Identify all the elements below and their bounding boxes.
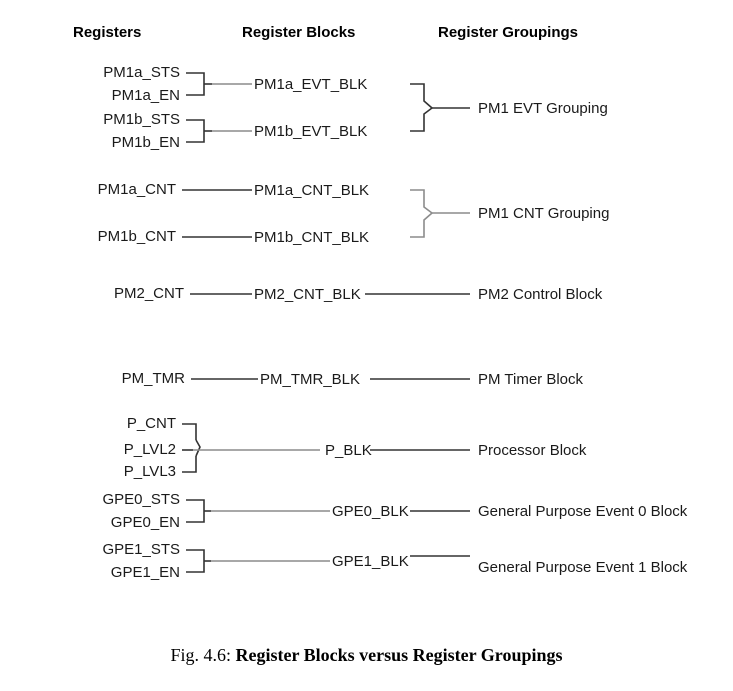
brace-p-tip — [195, 439, 201, 457]
grouping-gpe1: General Purpose Event 1 Block — [478, 559, 688, 576]
block-gpe1-blk: GPE1_BLK — [332, 553, 409, 570]
grouping-pm1-cnt: PM1 CNT Grouping — [478, 205, 610, 222]
register-pm1b-en: PM1b_EN — [111, 134, 180, 151]
brace-gpe1-bottom — [186, 561, 205, 573]
brace-pm1a-top — [186, 72, 205, 84]
register-pm2-cnt: PM2_CNT — [113, 285, 184, 302]
block-p-blk: P_BLK — [325, 442, 372, 459]
column-header-registers: Registers — [73, 24, 142, 41]
grouping-gpe0: General Purpose Event 0 Block — [478, 503, 688, 520]
register-p-cnt: P_CNT — [126, 415, 176, 432]
grouping-pm2-control: PM2 Control Block — [478, 286, 603, 303]
brace-gpe0-top — [186, 499, 205, 511]
column-header-register-blocks: Register Blocks — [242, 24, 356, 41]
block-pm2-cnt-blk: PM2_CNT_BLK — [254, 286, 361, 303]
register-pm1a-en: PM1a_EN — [111, 87, 180, 104]
grouping-processor: Processor Block — [478, 442, 587, 459]
caption-label: Fig. 4.6: — [170, 645, 231, 665]
register-pm1a-sts: PM1a_STS — [103, 64, 180, 81]
register-gpe0-sts: GPE0_STS — [102, 491, 180, 508]
brace-gpe1-top — [186, 549, 205, 561]
register-gpe1-sts: GPE1_STS — [102, 541, 180, 558]
brace-p-top — [182, 423, 197, 440]
block-pm1a-evt-blk: PM1a_EVT_BLK — [254, 76, 368, 93]
brace-p-bottom — [182, 456, 197, 473]
register-p-lvl2: P_LVL2 — [123, 441, 176, 458]
register-gpe1-en: GPE1_EN — [110, 564, 180, 581]
block-pm1b-evt-blk: PM1b_EVT_BLK — [254, 123, 368, 140]
grouping-pm-timer: PM Timer Block — [478, 371, 584, 388]
brace-pm1-cnt-grouping — [410, 189, 434, 238]
register-pm1b-sts: PM1b_STS — [103, 111, 180, 128]
block-pm-tmr-blk: PM_TMR_BLK — [260, 371, 361, 388]
brace-gpe0-bottom — [186, 511, 205, 523]
block-pm1b-cnt-blk: PM1b_CNT_BLK — [254, 229, 370, 246]
block-pm1a-cnt-blk: PM1a_CNT_BLK — [254, 182, 370, 199]
brace-pm1a-bottom — [186, 84, 205, 96]
brace-pm1b-bottom — [186, 131, 205, 143]
brace-pm1b-top — [186, 119, 205, 131]
register-gpe0-en: GPE0_EN — [110, 514, 180, 531]
register-pm-tmr: PM_TMR — [121, 370, 185, 387]
figure-caption: Fig. 4.6: Register Blocks versus Registe… — [0, 645, 733, 666]
register-pm1b-cnt: PM1b_CNT — [97, 228, 176, 245]
register-pm1a-cnt: PM1a_CNT — [97, 181, 176, 198]
column-header-register-groupings: Register Groupings — [438, 24, 579, 41]
grouping-pm1-evt: PM1 EVT Grouping — [478, 100, 608, 117]
caption-title: Register Blocks versus Register Grouping… — [235, 645, 563, 665]
brace-pm1-evt-grouping — [410, 83, 434, 132]
block-gpe0-blk: GPE0_BLK — [332, 503, 409, 520]
register-p-lvl3: P_LVL3 — [123, 463, 176, 480]
